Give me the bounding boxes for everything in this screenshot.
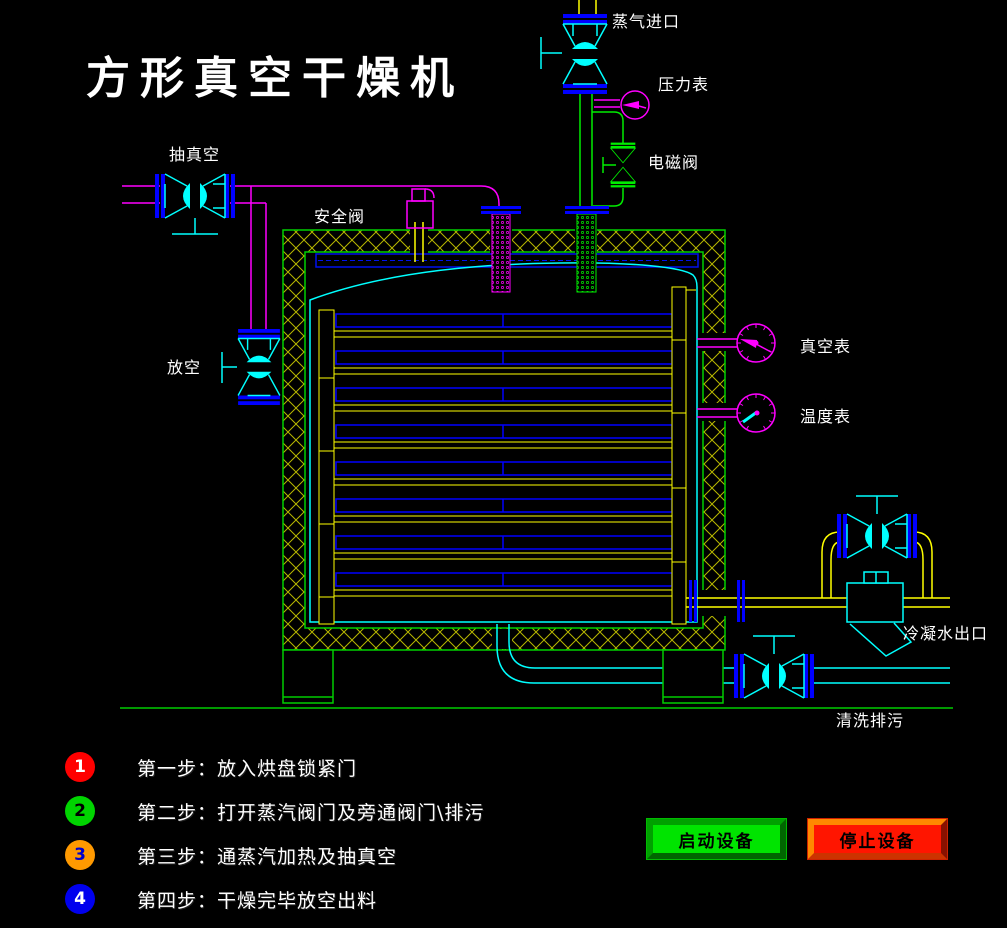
label-vacuum-gauge: 真空表 xyxy=(800,337,852,356)
condensate-flanges xyxy=(689,580,745,622)
vent-valve xyxy=(237,328,281,406)
label-solenoid-valve: 电磁阀 xyxy=(648,153,700,172)
valve-stems xyxy=(172,37,898,654)
step-row-1: 1 第一步：放入烘盘锁紧门 xyxy=(65,752,357,782)
label-safety-valve: 安全阀 xyxy=(314,207,366,226)
vacuum-piping xyxy=(122,99,737,418)
step-number-4: 4 xyxy=(74,889,86,909)
vacuum-gauge xyxy=(736,323,776,363)
step-badge-1: 1 xyxy=(65,752,95,782)
label-temperature-gauge: 温度表 xyxy=(800,407,852,426)
step-text-1: 第一步：放入烘盘锁紧门 xyxy=(137,757,358,780)
vacuum-pump-valve xyxy=(154,173,236,219)
entry-flanges xyxy=(481,206,609,214)
step-row-4: 4 第四步：干燥完毕放空出料 xyxy=(65,884,377,914)
steam-inlet-valve xyxy=(562,13,608,95)
step-number-1: 1 xyxy=(74,757,86,777)
steam-trap xyxy=(846,571,913,657)
bypass-valve xyxy=(836,513,918,559)
steam-entry-duct xyxy=(576,213,597,293)
inner-lining xyxy=(309,262,698,623)
step-row-3: 3 第三步：通蒸汽加热及抽真空 xyxy=(65,840,397,870)
label-vent: 放空 xyxy=(167,358,202,377)
steam-piping xyxy=(578,0,624,207)
start-device-button[interactable]: 启动设备 xyxy=(647,819,786,859)
step-badge-2: 2 xyxy=(65,796,95,826)
step-badge-3: 3 xyxy=(65,840,95,870)
condensate-piping xyxy=(686,531,950,608)
step-number-3: 3 xyxy=(74,845,86,865)
vessel-wall xyxy=(282,229,726,651)
vessel-legs xyxy=(282,649,724,704)
drying-shelves xyxy=(318,286,696,625)
label-condensate-outlet: 冷凝水出口 xyxy=(903,624,989,643)
step-row-2: 2 第二步：打开蒸汽阀门及旁通阀门\排污 xyxy=(65,796,484,826)
vacuum-entry-duct xyxy=(491,213,511,293)
page-title: 方形真空干燥机 xyxy=(86,53,464,104)
step-text-2: 第二步：打开蒸汽阀门及旁通阀门\排污 xyxy=(137,801,485,824)
step-text-4: 第四步：干燥完毕放空出料 xyxy=(137,889,378,912)
label-pressure-gauge: 压力表 xyxy=(658,75,710,94)
drain-valve xyxy=(733,653,815,699)
step-number-2: 2 xyxy=(74,801,86,821)
label-vacuum-pump: 抽真空 xyxy=(169,145,221,164)
label-flush-drain: 清洗排污 xyxy=(836,711,905,730)
shelf-manifold-left xyxy=(318,309,335,625)
shelf-manifold-right xyxy=(671,286,696,625)
step-badge-4: 4 xyxy=(65,884,95,914)
step-text-3: 第三步：通蒸汽加热及抽真空 xyxy=(137,845,398,868)
safety-valve xyxy=(406,188,435,262)
stop-device-button[interactable]: 停止设备 xyxy=(808,819,947,859)
temperature-gauge xyxy=(736,393,776,433)
label-steam-inlet: 蒸气进口 xyxy=(612,12,681,31)
drain-piping xyxy=(496,624,950,684)
pressure-gauge xyxy=(620,90,650,120)
